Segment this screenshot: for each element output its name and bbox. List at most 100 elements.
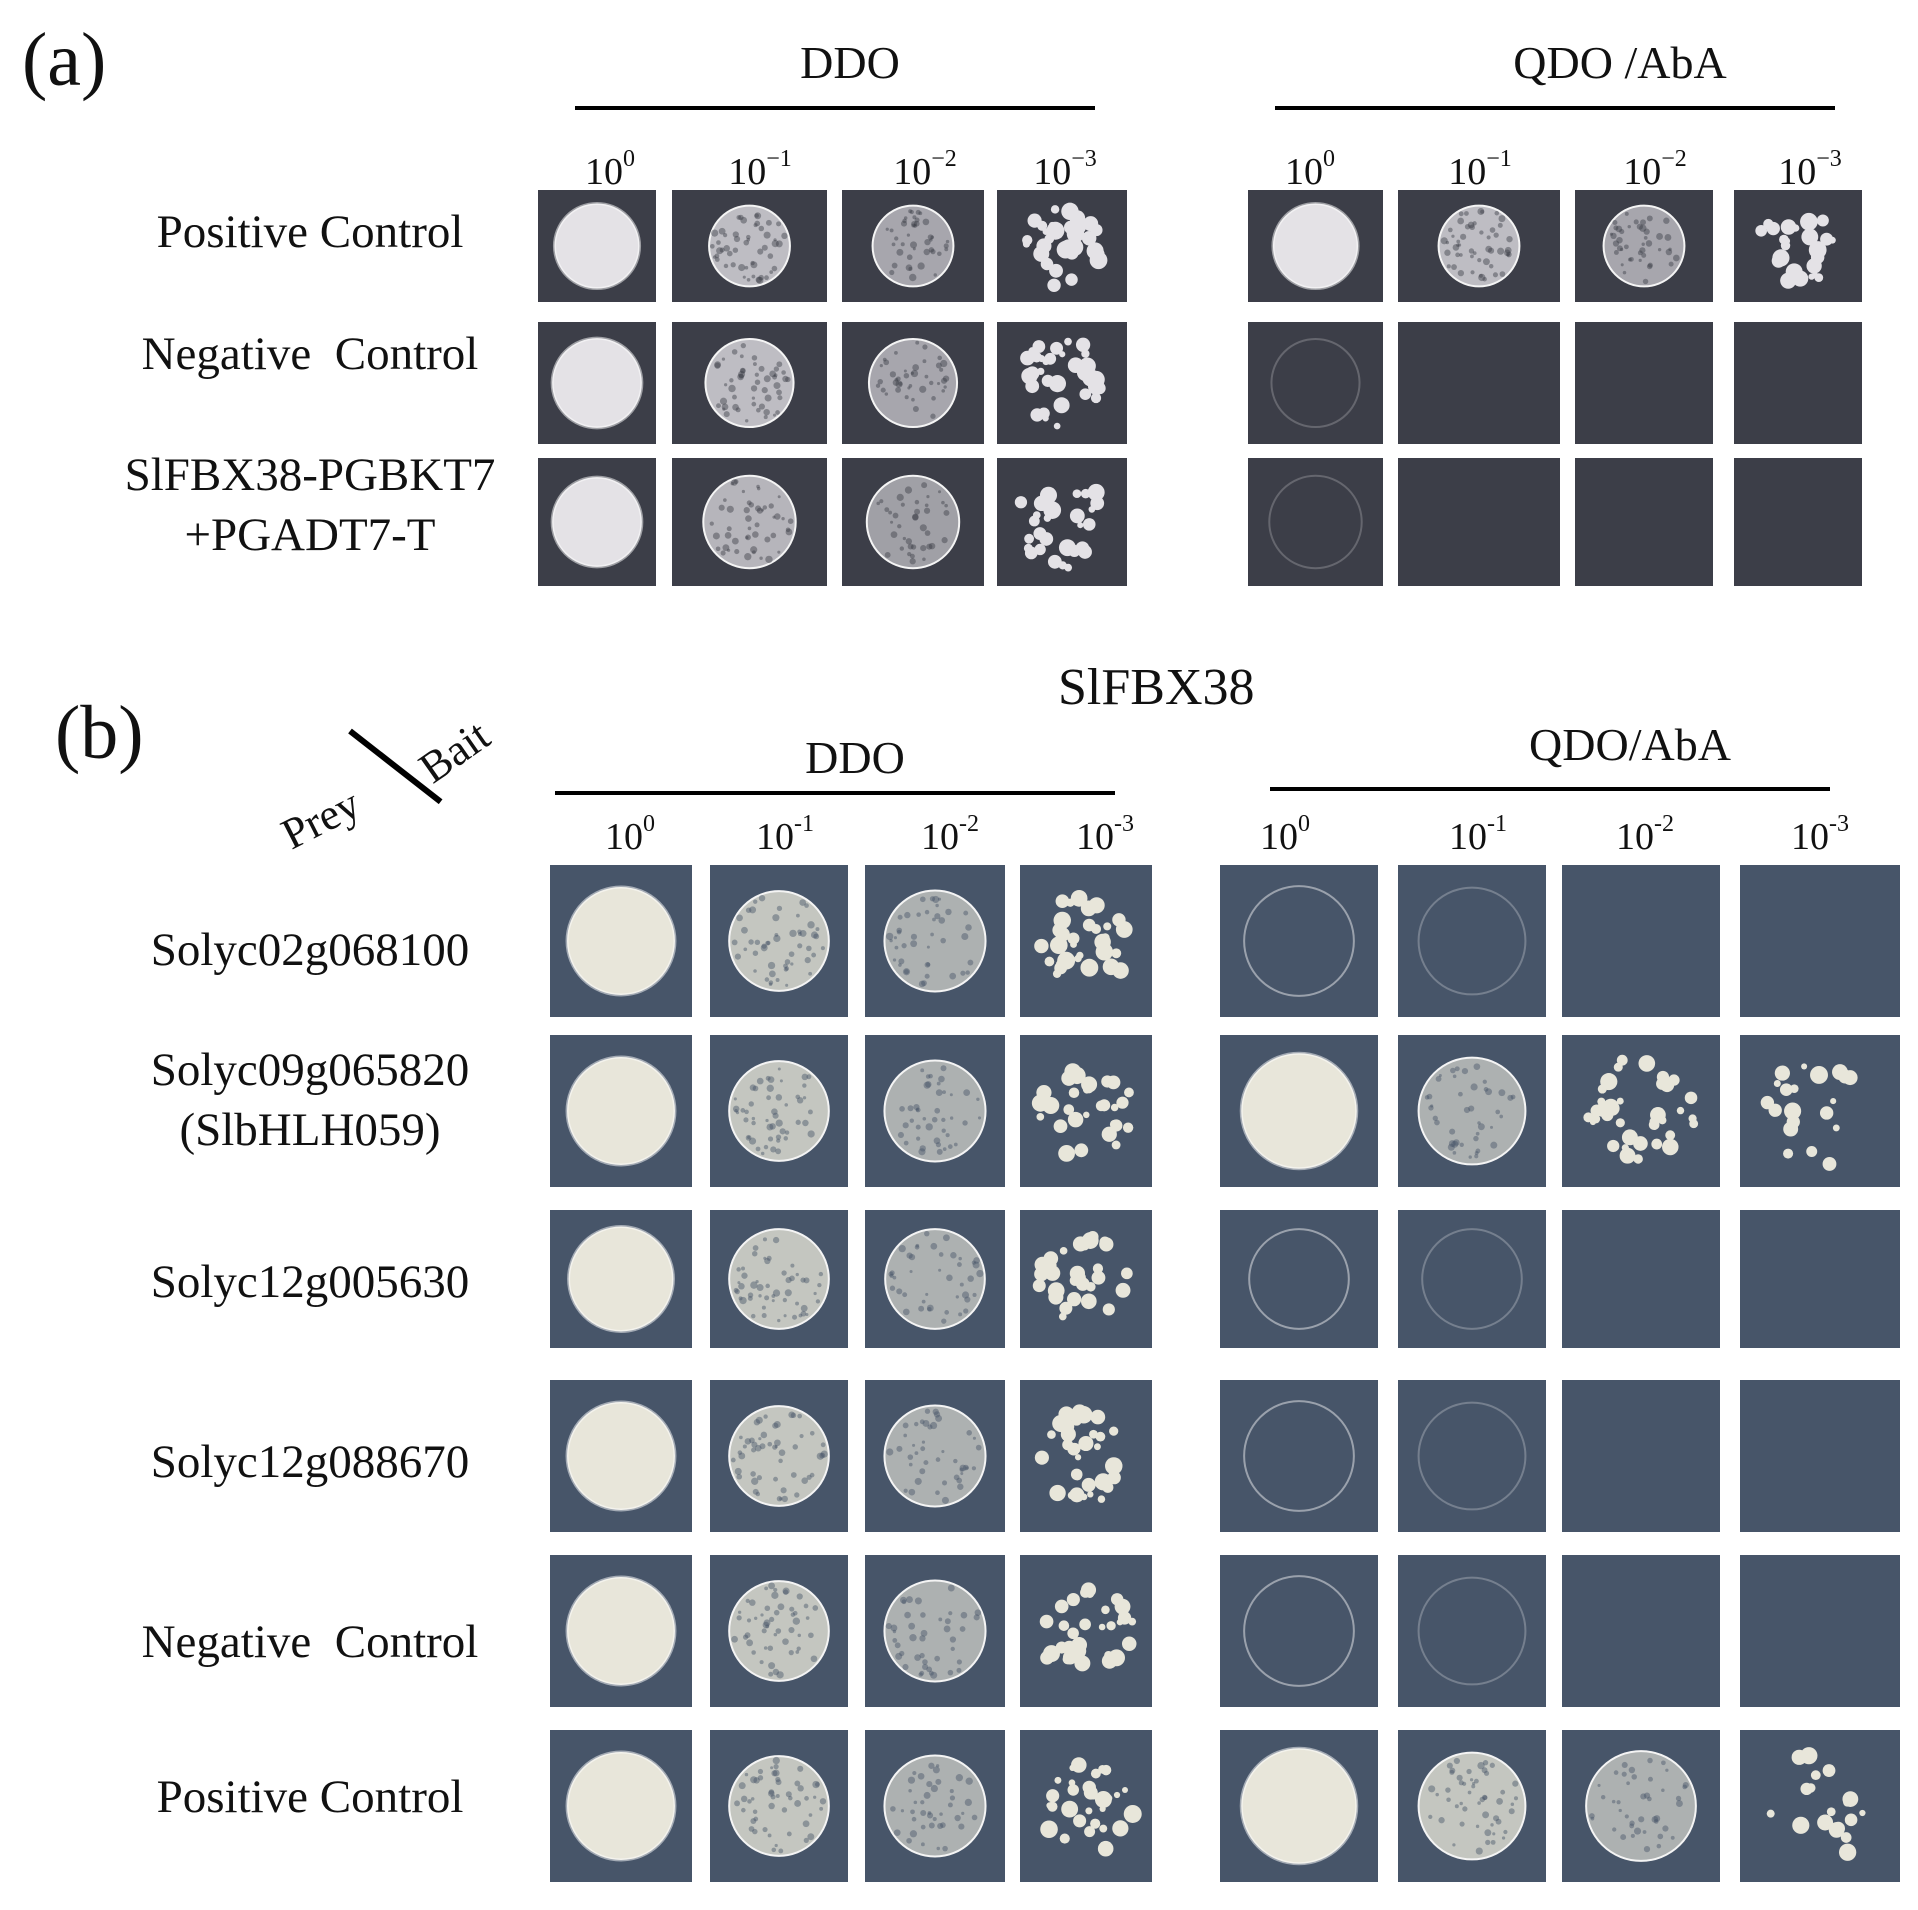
colony-texture [1665,248,1673,256]
colony-texture [1449,1769,1455,1775]
row-label-line: (SlbHLH059) [179,1104,441,1157]
colony-texture [809,1472,815,1478]
colony-texture [921,482,928,489]
colony-texture [773,1476,778,1482]
colony-texture [900,242,905,247]
colony-texture [1643,228,1650,235]
colony-texture [915,1124,921,1130]
colony-texture [925,962,931,967]
colony-texture [810,931,818,939]
colony-texture [917,1772,925,1780]
colony-texture [1426,1093,1433,1100]
colony-texture [783,1136,788,1141]
colony-texture [788,1795,793,1801]
faint-spot-outline [1243,1575,1355,1687]
colony-texture [973,1257,980,1264]
single-colony [1783,237,1791,245]
colony-texture [1458,1780,1464,1786]
colony-texture [933,1137,941,1145]
colony-texture [902,218,907,224]
single-colony [1066,1292,1082,1307]
single-colony [1049,263,1063,278]
single-colony [1122,1122,1134,1133]
plate-spot-image [710,1380,848,1532]
colony-texture [896,929,902,935]
colony-texture [775,1148,782,1155]
single-colony [1649,1117,1658,1126]
plate-spot-image [865,1555,1005,1707]
colony-texture [719,397,728,405]
single-colony [1059,1833,1070,1844]
colony-texture [1613,225,1619,231]
colony-texture [813,1795,817,1799]
colony-texture [800,1304,808,1312]
colony-texture [775,240,783,248]
colony-texture [785,527,791,533]
colony-texture [751,1447,757,1453]
colony-texture [751,1116,756,1121]
colony-texture [768,1802,775,1810]
colony-texture [1510,1802,1515,1806]
colony-texture [894,350,898,355]
single-colony [1053,397,1070,414]
colony-texture [753,899,758,904]
colony-texture [922,1659,928,1665]
single-colony [1101,1605,1110,1615]
colony-texture [1488,263,1494,269]
plate-spot-image [1220,1730,1378,1882]
plate-spot-image [672,190,827,302]
dilution-header: 10-1 [1433,811,1523,859]
colony-texture [812,1605,819,1611]
colony-texture [1622,270,1627,275]
colony-texture [801,1073,809,1081]
plate-background [1562,1210,1720,1348]
single-colony [1040,1650,1054,1665]
colony-texture [908,1788,912,1793]
dilution-exponent: 0 [623,146,635,172]
single-colony [1067,1627,1079,1640]
colony-texture [908,1462,913,1467]
colony-texture [1473,1063,1481,1070]
colony-texture [941,389,945,393]
colony-texture [742,1444,747,1449]
plate-spot-image [1575,458,1713,586]
colony-texture [1452,1843,1456,1847]
colony-texture [771,239,779,248]
colony-texture [976,1097,980,1101]
colony-texture [908,1622,916,1630]
single-colony [1043,514,1052,522]
single-colony [1066,1592,1080,1607]
colony-texture [903,969,909,975]
colony-texture [802,1119,809,1127]
colony-texture [1482,258,1490,266]
colony-texture [723,411,730,418]
single-colony [1020,350,1035,366]
colony-texture [965,1777,973,1785]
colony-texture [906,1837,912,1844]
single-colony [1844,1813,1858,1827]
plate-background [1248,322,1383,444]
colony-texture [928,247,935,253]
colony-texture [919,1635,926,1642]
colony-texture [890,520,894,524]
colony-texture [789,1275,795,1282]
plate-spot-image [1398,458,1560,586]
plate-spot-image [1734,190,1862,302]
colony-texture [747,1799,752,1804]
dilution-header: 10−3 [1020,146,1110,194]
colony-texture [1472,221,1477,226]
colony-spot [728,1060,830,1162]
colony-texture [1647,262,1653,268]
single-colony [1651,1138,1663,1150]
colony-texture [796,913,800,918]
colony-spot [1602,204,1686,288]
colony-texture [973,1614,980,1621]
colony-texture [760,508,765,512]
single-colony [1810,250,1825,264]
single-colony [1094,1791,1112,1808]
single-colony [1054,1599,1069,1614]
colony-texture [732,247,739,253]
colony-texture [773,1587,778,1593]
colony-texture [950,1646,955,1652]
colony-texture [879,364,883,368]
